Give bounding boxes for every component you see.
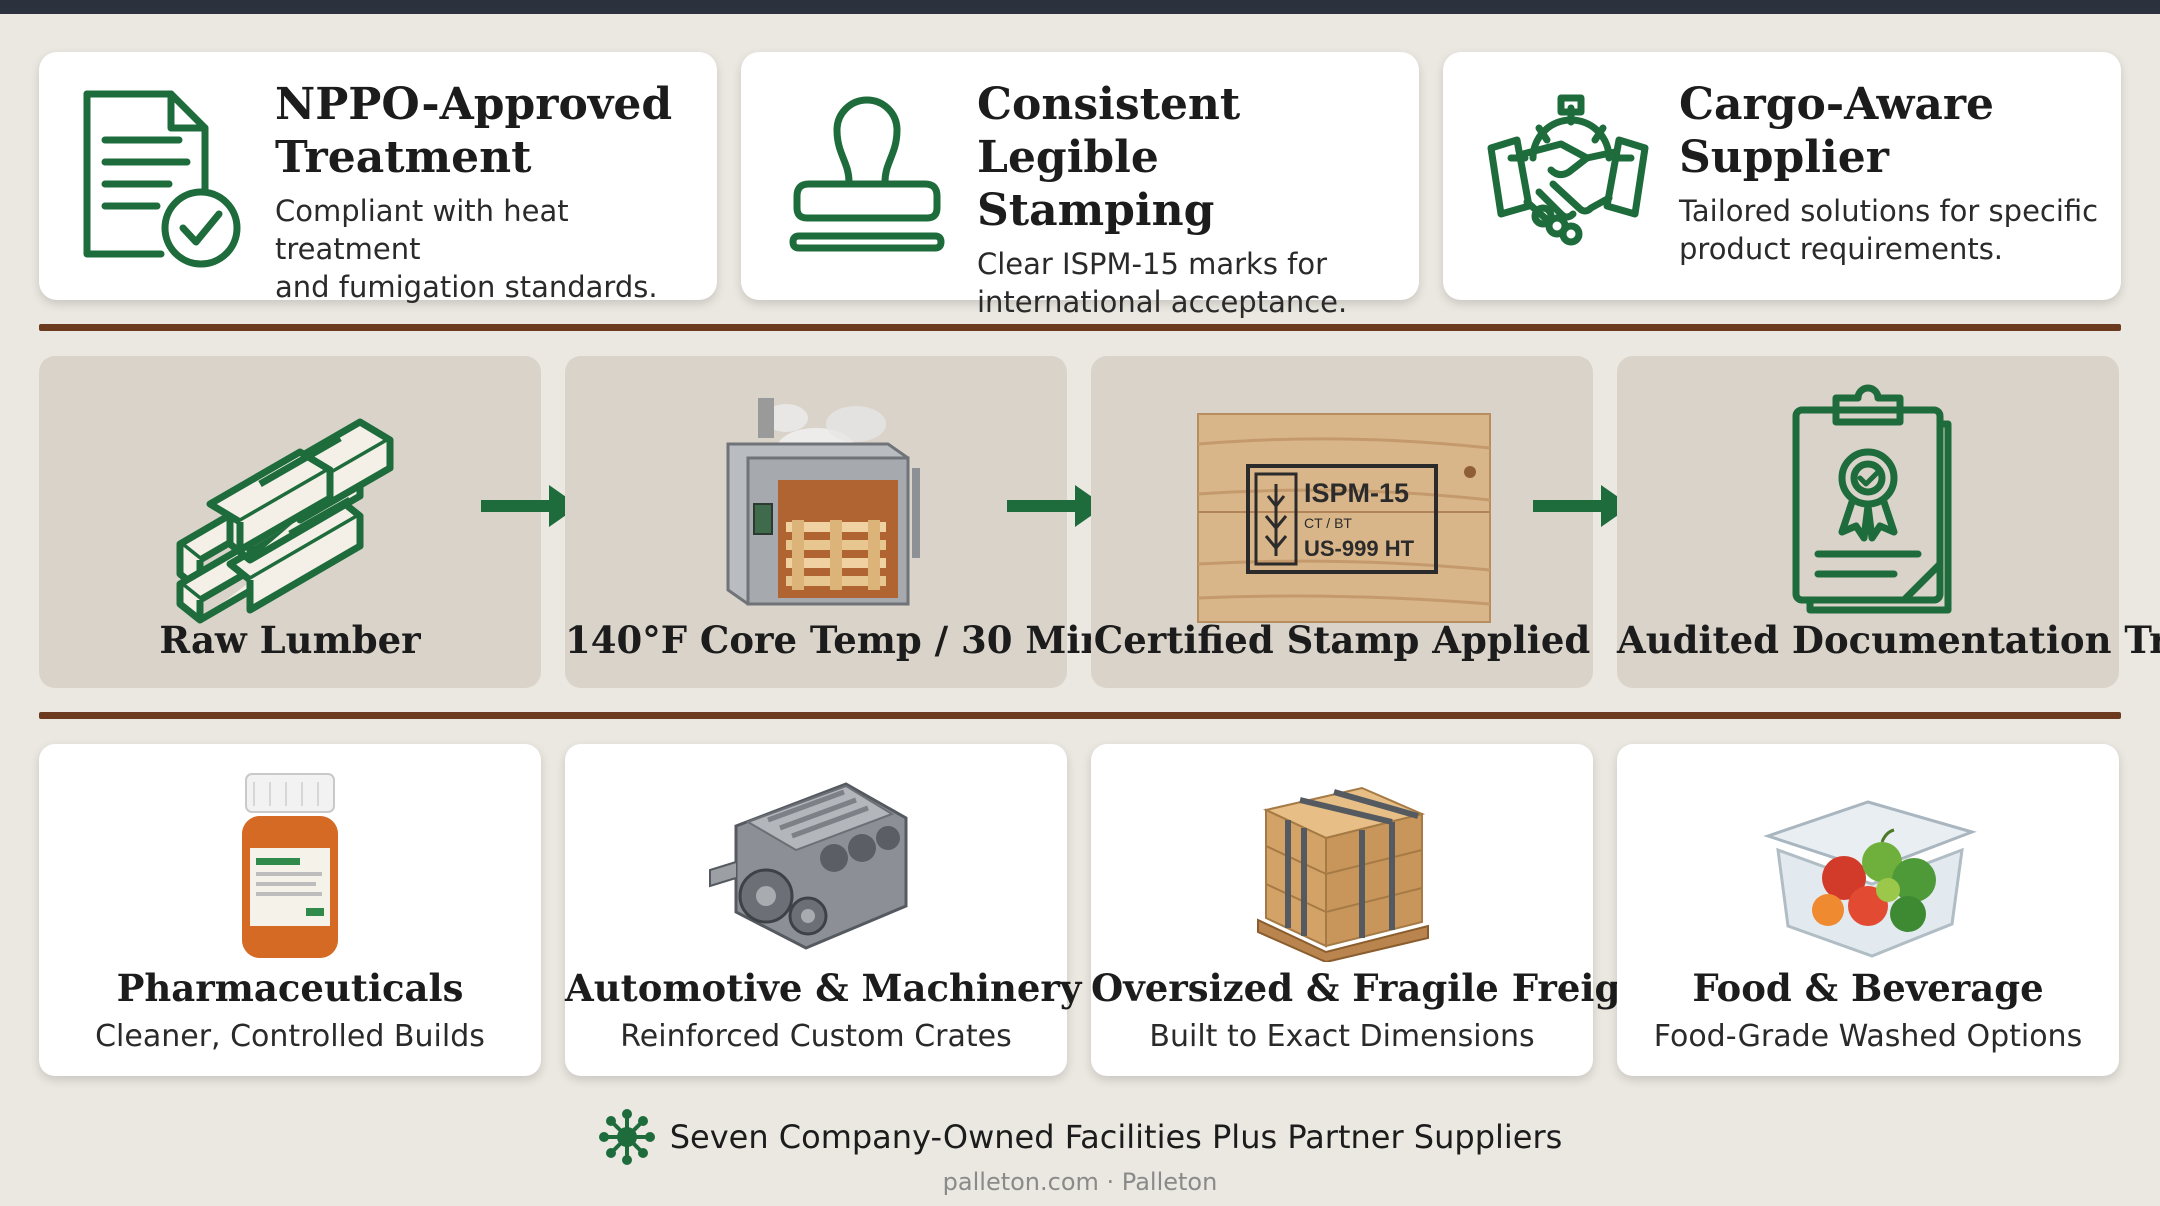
industry-card-food: Food & Beverage Food-Grade Washed Option… [1617, 744, 2119, 1076]
footer-text: Seven Company-Owned Facilities Plus Part… [669, 1118, 1563, 1156]
industry-subtitle: Cleaner, Controlled Builds [95, 1019, 485, 1054]
lumber-stack-icon [176, 418, 394, 624]
footer-tagline: Seven Company-Owned Facilities Plus Part… [0, 1108, 2160, 1166]
industry-subtitle: Food-Grade Washed Options [1653, 1019, 2083, 1054]
feature-desc-line2: international acceptance. [977, 285, 1348, 319]
feature-title-line1: Cargo-Aware [1679, 79, 1995, 130]
stamp-line-3: US-999 HT [1304, 536, 1415, 561]
industry-title: Pharmaceuticals [116, 966, 464, 1010]
stamp-line-1: ISPM-15 [1304, 478, 1409, 508]
industry-card-freight: Oversized & Fragile Freight Built to Exa… [1091, 744, 1665, 1076]
industry-title: Oversized & Fragile Freight [1091, 966, 1665, 1010]
engine-icon [709, 782, 908, 950]
food-container-icon [1763, 800, 1977, 958]
gear-handshake-icon [1487, 94, 1649, 246]
kiln-chamber-icon [726, 398, 920, 606]
industry-title: Food & Beverage [1692, 966, 2044, 1010]
industry-subtitle: Built to Exact Dimensions [1149, 1019, 1535, 1054]
rubber-stamp-icon [789, 96, 945, 252]
process-step-label: Audited Documentation Trail [1617, 618, 2160, 662]
process-step-label: 140°F Core Temp / 30 Min [565, 618, 1108, 662]
process-step-stamp: ISPM-15 CT / BT US-999 HT Certified Stam… [1091, 356, 1593, 688]
feature-title-line2: Supplier [1679, 132, 1889, 183]
industry-card-automotive: Automotive & Machinery Reinforced Custom… [565, 744, 1082, 1076]
pill-bottle-icon [242, 773, 338, 958]
process-step-documentation: Audited Documentation Trail [1617, 356, 2160, 688]
feature-title-line2: Treatment [275, 132, 532, 183]
process-step-label: Raw Lumber [159, 618, 421, 662]
document-check-icon [83, 90, 241, 268]
process-step-kiln: 140°F Core Temp / 30 Min [565, 356, 1108, 688]
industry-card-pharma: Pharmaceuticals Cleaner, Controlled Buil… [39, 744, 541, 1076]
feature-desc-line2: and fumigation standards. [275, 270, 658, 304]
process-step-raw-lumber: Raw Lumber [39, 356, 541, 688]
source-credit: palleton.com · Palleton [942, 1168, 1218, 1196]
stamp-line-2: CT / BT [1304, 515, 1352, 531]
feature-desc-line1: Compliant with heat treatment [275, 194, 569, 266]
feature-desc-line2: product requirements. [1679, 232, 2004, 266]
industry-title: Automotive & Machinery [565, 966, 1082, 1010]
feature-title-line1: Consistent Legible [977, 79, 1241, 183]
ispm-stamp-board-icon: ISPM-15 CT / BT US-999 HT [1197, 413, 1491, 623]
industry-subtitle: Reinforced Custom Crates [620, 1019, 1012, 1054]
divider-top [39, 324, 2121, 331]
industry-cards: Pharmaceuticals Cleaner, Controlled Buil… [39, 744, 2121, 1076]
process-step-label: Certified Stamp Applied [1093, 618, 1591, 662]
top-bar [0, 0, 2160, 14]
feature-title-line1: NPPO-Approved [275, 79, 673, 130]
process-flow: Raw Lumber 140°F Core Temp / 30 Min [39, 356, 2160, 688]
feature-desc-line1: Tailored solutions for specific [1679, 194, 2099, 228]
feature-desc-line1: Clear ISPM-15 marks for [977, 247, 1328, 281]
wooden-crate-icon [1257, 786, 1429, 962]
feature-title-line2: Stamping [977, 185, 1215, 236]
divider-bottom [39, 712, 2121, 719]
network-hub-icon [598, 1109, 655, 1165]
clipboard-certificate-icon [1792, 384, 1952, 614]
